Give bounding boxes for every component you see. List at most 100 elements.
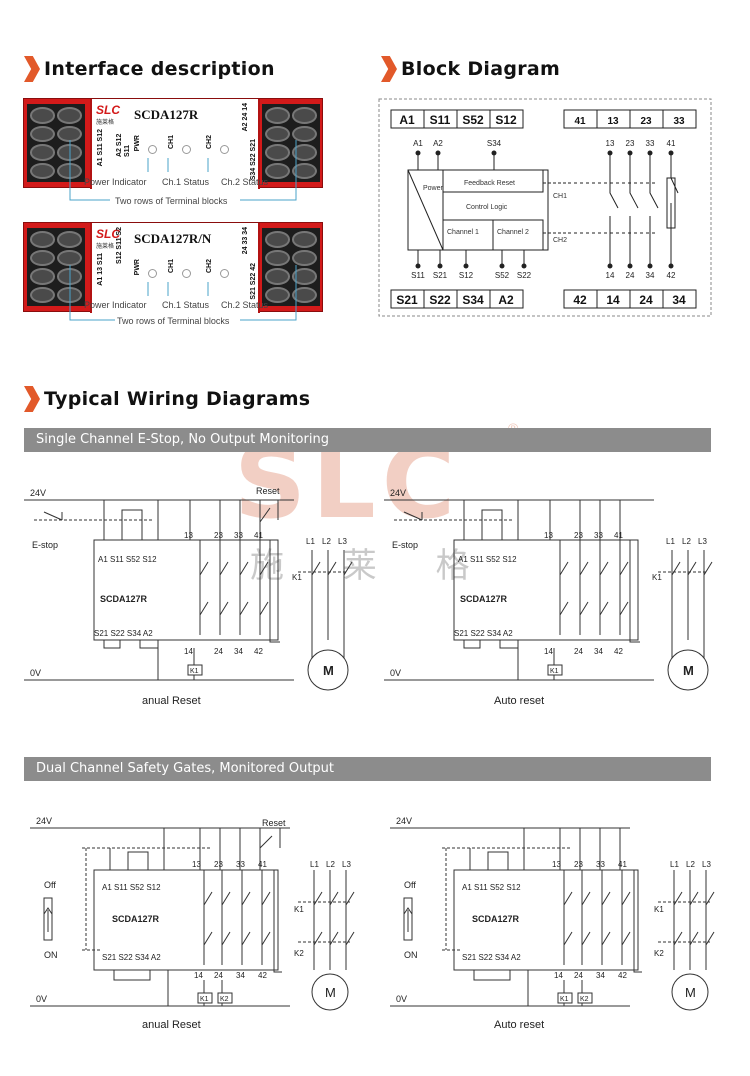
w-out-bot-2: 34 <box>594 647 603 656</box>
w-k2: K2 <box>654 949 664 958</box>
relay-model: SCDA127R/N <box>134 231 212 246</box>
w-l3: L3 <box>342 860 351 869</box>
w-motor-icon: M <box>325 985 336 1000</box>
w-model: SCDA127R <box>112 914 160 924</box>
w-l1: L1 <box>666 537 675 546</box>
bd-top-right-2: 23 <box>640 116 652 127</box>
brand-logo: SLC <box>96 227 120 241</box>
label-ch2-status: Ch.2 Status <box>221 177 269 187</box>
label-power-indicator: Power Indicator <box>84 300 147 310</box>
terminal-block-left <box>27 104 85 182</box>
w-k1-coil: K1 <box>560 996 569 1003</box>
block-diagram-frame <box>378 98 712 317</box>
w-motor-icon: M <box>323 663 334 678</box>
w-out-top-3: 41 <box>618 860 627 869</box>
w-out-bot-0: 14 <box>184 647 193 656</box>
section-title-interface: Interface description <box>24 56 275 82</box>
w-k2-coil: K2 <box>220 996 229 1003</box>
w-bot-pins: S21 S22 S34 A2 <box>454 629 513 638</box>
w-out-top-1: 23 <box>574 860 583 869</box>
brand-logo: SLC <box>96 103 120 117</box>
w-k1: K1 <box>294 905 304 914</box>
wiring-single-auto: 24V 0V E-stop A1 S11 S52 S12 SCDA127R S2… <box>384 488 713 707</box>
w-out-top-3: 41 <box>254 531 263 540</box>
w-0v: 0V <box>30 668 41 678</box>
w-k2-coil: K2 <box>580 996 589 1003</box>
bd-ch1: CH1 <box>553 193 567 200</box>
bd-bot-left-2: S34 <box>462 293 484 307</box>
terminal-block-right <box>262 104 320 182</box>
w-k1: K1 <box>652 573 662 582</box>
w-top-pins: A1 S11 S52 S12 <box>98 555 157 564</box>
w-l2: L2 <box>682 537 691 546</box>
w-bot-pins: S21 S22 S34 A2 <box>102 953 161 962</box>
w-l3: L3 <box>698 537 707 546</box>
w-out-top-3: 41 <box>614 531 623 540</box>
w-24v: 24V <box>36 816 52 826</box>
w-out-bot-1: 24 <box>214 971 223 980</box>
label-terminal-rows: Two rows of Terminal blocks <box>115 196 228 206</box>
w-reset: Reset <box>256 486 280 496</box>
w-k1-coil: K1 <box>200 996 209 1003</box>
brand-logo-cn: 施莱格 <box>96 244 115 250</box>
w-motor-icon: M <box>685 985 696 1000</box>
bd-pin-bottom-4: S22 <box>517 271 532 280</box>
w-0v: 0V <box>36 994 47 1004</box>
chevron-icon <box>381 56 397 82</box>
bd-bot-left-3: A2 <box>498 293 514 307</box>
bd-logic: Control Logic <box>466 204 508 211</box>
w-top-pins: A1 S11 S52 S12 <box>102 883 161 892</box>
section-title-wiring: Typical Wiring Diagrams <box>24 386 310 412</box>
w-out-top-0: 13 <box>192 860 201 869</box>
w-l1: L1 <box>306 537 315 546</box>
w-out-top-2: 33 <box>594 531 603 540</box>
bd-top-right-1: 13 <box>607 116 619 127</box>
label-ch1-status: Ch.1 Status <box>162 300 210 310</box>
w-estop: E-stop <box>392 540 418 550</box>
ch1-led-icon <box>182 269 191 278</box>
w-k1-coil: K1 <box>550 668 559 675</box>
band-dual-channel: Dual Channel Safety Gates, Monitored Out… <box>24 757 711 781</box>
ch2-led-icon <box>220 145 229 154</box>
relay-module-2: SLC 施莱格 SCDA127R/N A1 13 S11 S12 S11 S2 … <box>23 222 323 313</box>
relay-face: SLC 施莱格 SCDA127R A1 S11 S12 A2 S12 S11 P… <box>90 99 260 189</box>
w-out-bot-2: 34 <box>596 971 605 980</box>
w-out-top-3: 41 <box>258 860 267 869</box>
w-model: SCDA127R <box>100 594 148 604</box>
w-off: Off <box>44 880 56 890</box>
w-top-pins: A1 S11 S52 S12 <box>458 555 517 564</box>
w-l2: L2 <box>322 537 331 546</box>
bd-pin-a2: A2 <box>433 139 443 148</box>
bd-pin-bottom-0: S11 <box>411 271 425 280</box>
bd-contact-bot-1: 24 <box>626 271 635 280</box>
bd-ch2: CH2 <box>553 237 567 244</box>
w-out-bot-2: 34 <box>234 647 243 656</box>
w-caption-manual: anual Reset <box>142 1019 201 1031</box>
bd-pin-bottom-1: S21 <box>433 271 448 280</box>
terminal-block-left <box>27 228 85 306</box>
w-caption-auto: Auto reset <box>494 1019 544 1031</box>
w-k1: K1 <box>654 905 664 914</box>
w-out-top-0: 13 <box>544 531 553 540</box>
w-on: ON <box>44 950 58 960</box>
w-k2: K2 <box>294 949 304 958</box>
relay-model: SCDA127R <box>134 107 199 122</box>
section-title-block: Block Diagram <box>381 56 560 82</box>
w-l1: L1 <box>670 860 679 869</box>
bd-feedback: Feedback Reset <box>464 180 515 187</box>
bd-contact-bot-3: 42 <box>667 271 676 280</box>
w-out-bot-3: 42 <box>258 971 267 980</box>
w-out-top-1: 23 <box>214 860 223 869</box>
bd-contact-bot-2: 34 <box>646 271 655 280</box>
brand-logo-cn: 施莱格 <box>96 120 115 126</box>
w-0v: 0V <box>396 994 407 1004</box>
w-out-bot-2: 34 <box>236 971 245 980</box>
bd-contact-top-0: 13 <box>606 139 615 148</box>
bd-contact-top-2: 33 <box>646 139 655 148</box>
w-reset: Reset <box>262 818 286 828</box>
pwr-led-icon <box>148 269 157 278</box>
bd-channel2: Channel 2 <box>497 229 529 236</box>
ch2-led-icon <box>220 269 229 278</box>
bd-pin-a1: A1 <box>413 139 423 148</box>
w-out-top-0: 13 <box>184 531 193 540</box>
